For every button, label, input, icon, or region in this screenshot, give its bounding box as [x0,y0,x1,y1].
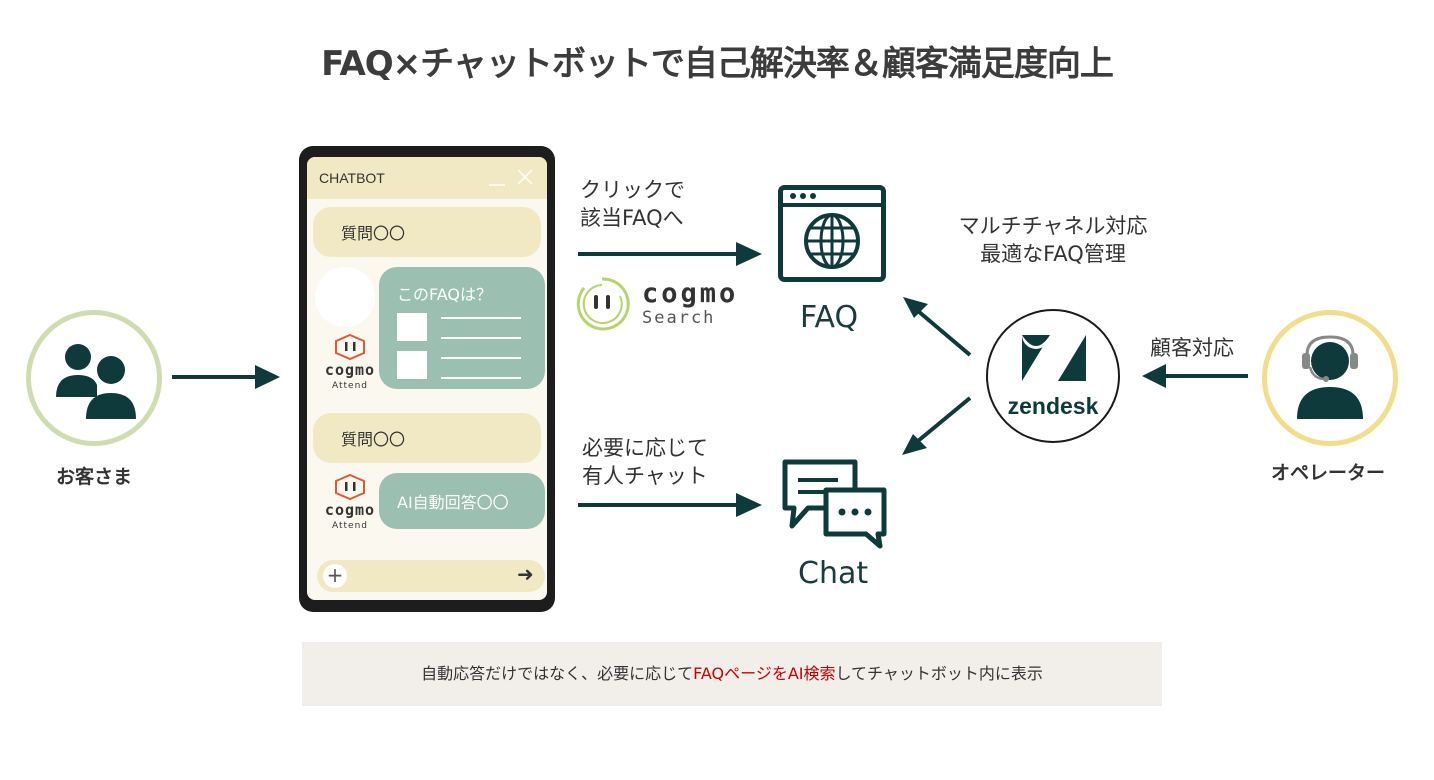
answer-bubble-2: AI自動回答〇〇 [379,473,545,529]
faq-link-thumb-1[interactable] [397,313,427,341]
faq-flow-line1: クリックで [580,178,685,202]
search-brand-name: cogmo [642,278,739,309]
bot-subbrand: Attend [331,381,368,391]
note-part2: してチャットボット内に表示 [835,664,1043,683]
search-brand-sub: Search [642,308,716,328]
chat-flow-label: 必要に応じて 有人チャット [582,434,708,490]
faq-link-line [441,317,521,319]
faq-flow-line2: 該当FAQへ [580,206,684,230]
arrow-operator-to-zendesk [1142,364,1248,388]
chat-flow-line2: 有人チャット [582,464,708,488]
minimize-icon[interactable] [487,169,507,189]
zendesk-circle: zendesk [986,309,1120,443]
plus-icon[interactable]: + [323,564,347,588]
faq-link-line [441,337,521,339]
bot-avatar-bg [315,267,375,327]
zendesk-logo-icon [1022,335,1086,381]
cogmo-robot-icon [335,473,365,501]
bot-brand: cogmo [324,361,376,379]
faq-link-line [441,357,521,359]
bot-brand: cogmo [324,501,376,519]
multichannel-line2: 最適なFAQ管理 [980,242,1126,266]
faq-label: FAQ [800,300,859,335]
customers-icon [56,344,136,419]
globe-browser-icon [778,185,886,282]
chatbot-header: CHATBOT [307,157,547,199]
faq-link-thumb-2[interactable] [397,351,427,379]
send-arrow-icon[interactable]: ➜ [517,562,534,586]
note-box: 自動応答だけではなく、必要に応じてFAQページをAI検索してチャットボット内に表… [302,642,1162,706]
customer-label: お客さま [55,466,132,488]
arrow-zendesk-to-chat [902,396,972,455]
close-icon[interactable] [515,167,535,187]
operator-headset-icon [1297,335,1363,419]
chatbot-title: CHATBOT [319,170,385,186]
chat-bubbles-icon [782,459,887,549]
chat-flow-line1: 必要に応じて [582,436,708,460]
operator-label: オペレーター [1270,462,1385,484]
answer-text-1: このFAQは？ [397,285,492,304]
chat-label: Chat [798,556,869,591]
operator-action-label: 顧客対応 [1150,336,1234,360]
arrow-to-chat [578,493,762,517]
page-title: FAQ×チャットボットで自己解決率＆顧客満足度向上 [321,44,1114,84]
cogmo-search-logo-icon [576,277,630,331]
chatbot-window: CHATBOT 質問〇〇 cogmo Attend このFAQは？ 質問〇〇 c… [307,157,547,600]
note-part1: 自動応答だけではなく、必要に応じて [421,664,694,683]
faq-link-line [441,377,521,379]
arrow-zendesk-to-faq [903,297,972,357]
note-highlight: FAQページをAI検索 [693,664,836,683]
operator-circle [1262,310,1398,446]
arrow-to-faq [578,242,762,266]
cogmo-robot-icon [335,333,365,361]
cogmo-search-logo: cogmo Search [574,276,774,332]
multichannel-line1: マルチチャネル対応 [958,214,1148,238]
question-bubble-2: 質問〇〇 [313,413,541,463]
arrow-customer-to-chatbot [172,365,280,389]
customer-circle [26,310,162,446]
question-bubble-1: 質問〇〇 [313,207,541,257]
faq-flow-label: クリックで 該当FAQへ [580,176,685,232]
bot-subbrand: Attend [331,521,368,531]
zendesk-name: zendesk [1007,393,1099,419]
chat-input-bar[interactable]: + ➜ [317,560,545,592]
answer-bubble-1: このFAQは？ [379,267,545,389]
multichannel-label: マルチチャネル対応 最適なFAQ管理 [946,212,1160,268]
